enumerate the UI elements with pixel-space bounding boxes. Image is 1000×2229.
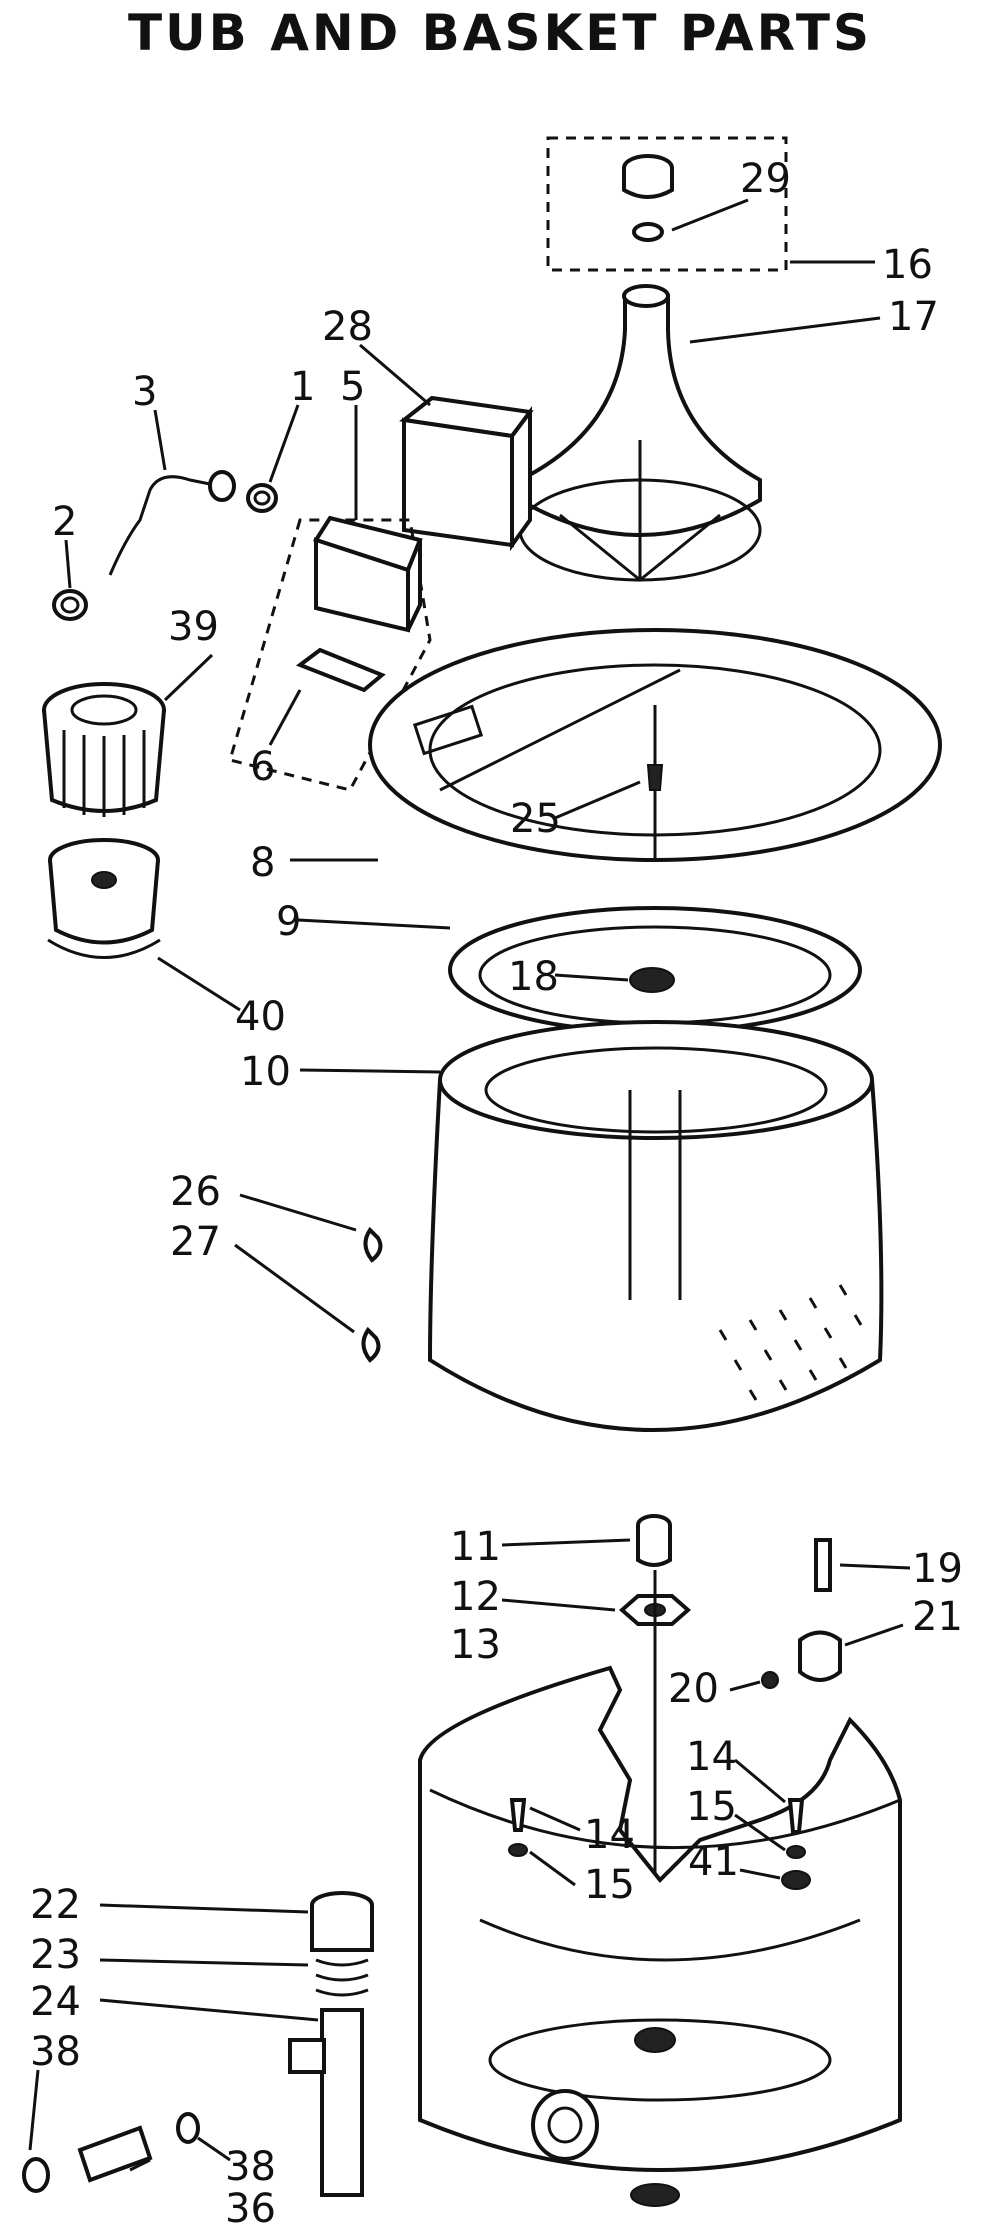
callout-22: 22 — [30, 1882, 81, 1928]
part-39-filter — [42, 682, 166, 817]
callout-41: 41 — [688, 1839, 739, 1885]
part-26-clip — [363, 1226, 383, 1263]
part-21-bracket — [798, 1630, 842, 1682]
callout-6: 6 — [250, 744, 275, 790]
part-11-bushing — [636, 1514, 672, 1567]
callout-9: 9 — [276, 899, 301, 945]
part-18-nut — [629, 967, 675, 993]
callout-14-left: 14 — [584, 1812, 635, 1858]
callout-24: 24 — [30, 1979, 81, 2025]
callout-38-left: 38 — [30, 2029, 81, 2075]
part-16-agitator-cap-group — [546, 136, 788, 272]
callout-28: 28 — [322, 304, 373, 350]
callout-15-left: 15 — [584, 1862, 635, 1908]
callout-39: 39 — [168, 604, 219, 650]
callout-29: 29 — [740, 156, 791, 202]
callout-18: 18 — [508, 954, 559, 1000]
callout-11: 11 — [450, 1524, 501, 1570]
part-22-24-pump-assembly — [288, 1891, 374, 2197]
callout-16: 16 — [882, 242, 933, 288]
callout-13: 13 — [450, 1622, 501, 1668]
callout-27: 27 — [170, 1219, 221, 1265]
part-38-36-hose-connector — [22, 2112, 200, 2193]
part-8-tub-ring — [368, 628, 942, 862]
callout-21: 21 — [912, 1594, 963, 1640]
callout-10: 10 — [240, 1049, 291, 1095]
callout-labels: 29 16 17 28 3 5 1 2 39 6 25 8 9 18 40 10… — [30, 156, 963, 2229]
part-20-washer — [761, 1671, 779, 1689]
callout-26: 26 — [170, 1169, 221, 1215]
callout-25: 25 — [510, 796, 561, 842]
callout-14-right: 14 — [686, 1734, 737, 1780]
callout-40: 40 — [235, 994, 286, 1040]
callout-23: 23 — [30, 1932, 81, 1978]
part-10-basket — [427, 1020, 884, 1432]
callout-2: 2 — [52, 499, 77, 545]
callout-5: 5 — [340, 364, 365, 410]
part-27-clip — [361, 1326, 381, 1363]
part-28-dispenser-box — [399, 395, 534, 552]
leader-lines — [28, 198, 911, 2172]
part-40-filter-base — [47, 838, 161, 959]
callout-38-right: 38 — [225, 2144, 276, 2190]
callout-17: 17 — [888, 294, 939, 340]
callout-36: 36 — [225, 2186, 276, 2229]
part-19-bolt — [814, 1538, 832, 1592]
part-3-hose — [108, 470, 236, 576]
callout-3: 3 — [132, 369, 157, 415]
callout-15-right: 15 — [686, 1784, 737, 1830]
part-17-agitator — [518, 284, 762, 582]
callout-20: 20 — [668, 1666, 719, 1712]
callout-1: 1 — [290, 364, 315, 410]
callout-19: 19 — [912, 1546, 963, 1592]
part-2-hose-clamp — [52, 589, 88, 621]
diagram-title: TUB AND BASKET PARTS — [127, 4, 873, 62]
callout-8: 8 — [250, 840, 275, 886]
part-1-hose-clamp — [246, 483, 278, 513]
callout-12: 12 — [450, 1574, 501, 1620]
outer-tub — [418, 1665, 902, 2207]
